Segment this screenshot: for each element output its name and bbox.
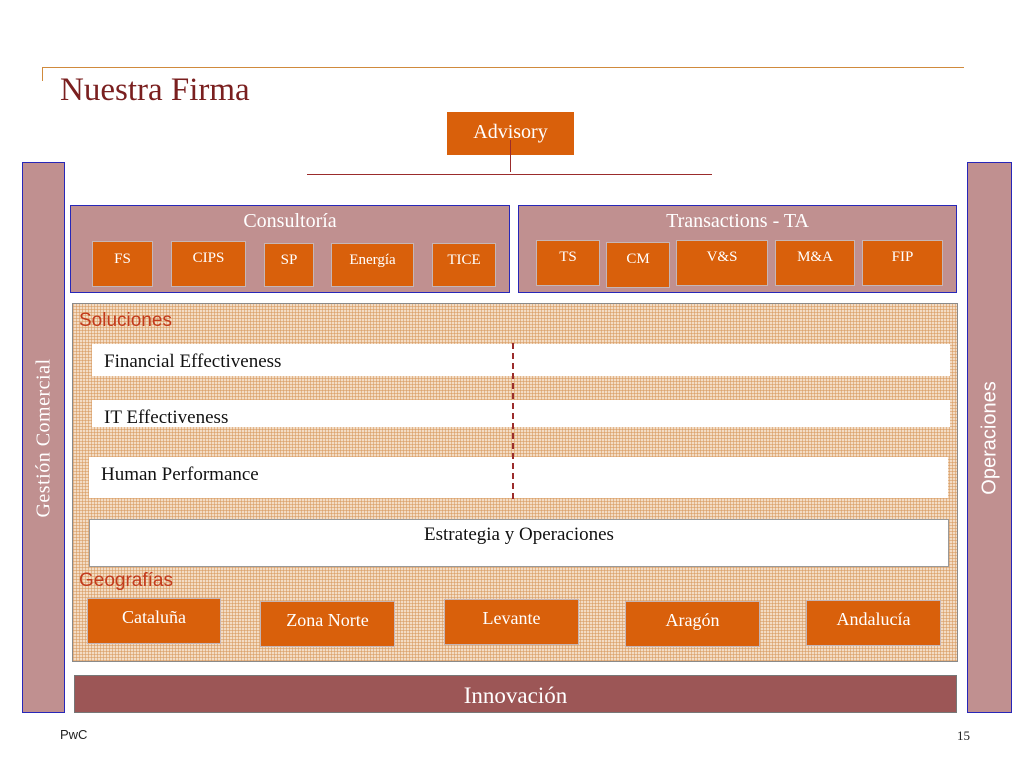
consultoria-chip-sp: SP (264, 243, 314, 287)
solution-row-it: IT Effectiveness (92, 400, 950, 428)
transactions-chip-fip: FIP (862, 240, 943, 286)
geografias-label: Geografías (79, 570, 173, 591)
gestion-comercial-label: Gestión Comercial (32, 357, 54, 518)
footer-brand: PwC (60, 727, 88, 742)
transactions-group: Transactions - TA TS CM V&S M&A FIP (518, 205, 957, 293)
operaciones-label: Operaciones (978, 380, 1000, 495)
operaciones-column: Operaciones (967, 162, 1012, 713)
innovacion-bar: Innovación (74, 675, 957, 713)
page-title: Nuestra Firma (60, 72, 250, 108)
gestion-comercial-column: Gestión Comercial (22, 162, 65, 713)
transactions-chip-ma: M&A (775, 240, 855, 286)
soluciones-label: Soluciones (79, 310, 172, 331)
soluciones-divider (512, 343, 514, 499)
header-rule-tick (42, 67, 43, 81)
consultoria-chip-tice: TICE (432, 243, 496, 287)
geo-cataluna: Cataluña (87, 598, 221, 644)
consultoria-title: Consultoría (243, 210, 337, 232)
advisory-connector-stem (510, 140, 511, 172)
transactions-title: Transactions - TA (666, 210, 809, 232)
header-rule (42, 67, 964, 68)
geo-levante: Levante (444, 599, 579, 645)
estrategia-operaciones-box: Estrategia y Operaciones (89, 519, 949, 567)
transactions-chip-vs: V&S (676, 240, 768, 286)
solution-row-human: Human Performance (89, 457, 948, 498)
consultoria-chip-cips: CIPS (171, 241, 246, 287)
page-number: 15 (957, 728, 970, 743)
advisory-connector-line (307, 174, 712, 175)
transactions-chip-cm: CM (606, 242, 670, 288)
consultoria-chip-fs: FS (92, 241, 153, 287)
consultoria-chip-energia: Energía (331, 243, 414, 287)
solution-row-financial: Financial Effectiveness (92, 344, 950, 376)
geo-zona-norte: Zona Norte (260, 601, 395, 647)
geo-aragon: Aragón (625, 601, 760, 647)
geo-andalucia: Andalucía (806, 600, 941, 646)
consultoria-group: Consultoría FS CIPS SP Energía TICE (70, 205, 510, 293)
transactions-chip-ts: TS (536, 240, 600, 286)
